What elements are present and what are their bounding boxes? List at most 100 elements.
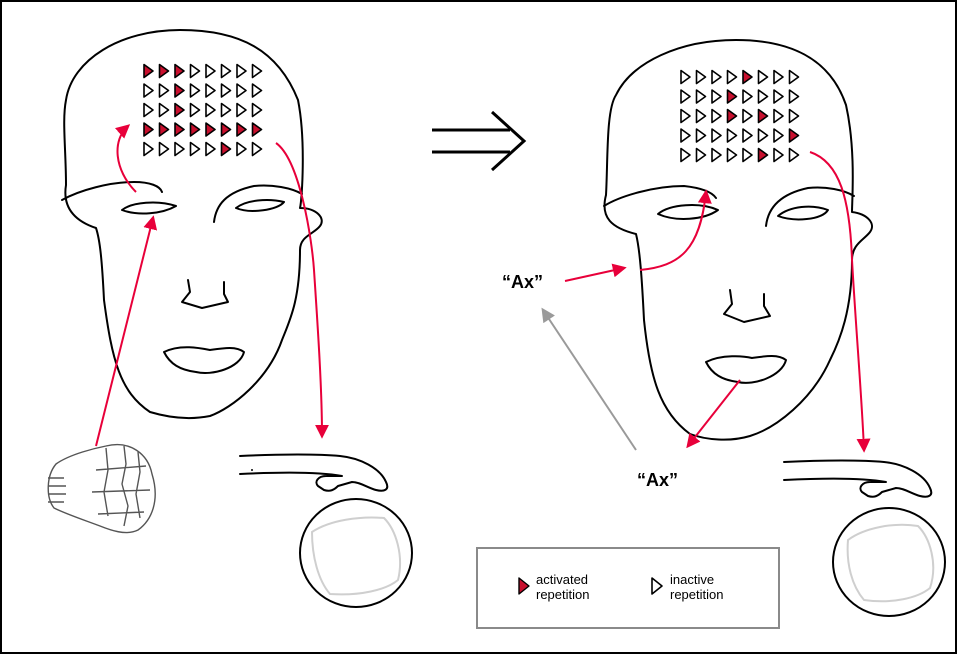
left-grid-inactive-triangle-r3c2 xyxy=(160,104,169,117)
left-grid-inactive-triangle-r1c8 xyxy=(253,65,262,78)
left-grid-inactive-triangle-r5c8 xyxy=(253,143,262,156)
legend-inactive-line2: repetition xyxy=(670,587,723,602)
left-grid-inactive-triangle-r3c5 xyxy=(206,104,215,117)
left-head-brow-left xyxy=(62,182,162,200)
right-grid-inactive-triangle-r1c4 xyxy=(728,71,737,84)
left-grid-inactive-triangle-r5c2 xyxy=(160,143,169,156)
right-ball-icon xyxy=(833,508,945,616)
legend: activated repetition inactive repetition xyxy=(477,548,779,628)
left-grid-inactive-triangle-r5c5 xyxy=(206,143,215,156)
left-utterance-label: “Ax” xyxy=(502,272,543,292)
right-grid-inactive-triangle-r5c4 xyxy=(728,149,737,162)
left-grid-activated-triangle-r4c1 xyxy=(144,123,153,136)
right-grid-inactive-triangle-r2c3 xyxy=(712,90,721,103)
right-repetition-grid xyxy=(681,71,799,162)
left-grid-inactive-triangle-r2c2 xyxy=(160,84,169,97)
left-grid-activated-triangle-r3c3 xyxy=(175,104,184,117)
left-grid-inactive-triangle-r5c1 xyxy=(144,143,153,156)
right-hand-icon xyxy=(784,461,931,497)
left-grid-inactive-triangle-r3c4 xyxy=(191,104,200,117)
left-grid-inactive-triangle-r3c1 xyxy=(144,104,153,117)
left-grid-inactive-triangle-r2c7 xyxy=(237,84,246,97)
left-grid-inactive-triangle-r5c4 xyxy=(191,143,200,156)
right-grid-inactive-triangle-r3c8 xyxy=(790,110,799,123)
right-grid-inactive-triangle-r5c8 xyxy=(790,149,799,162)
right-grid-inactive-triangle-r4c1 xyxy=(681,129,690,142)
right-grid-inactive-triangle-r2c7 xyxy=(774,90,783,103)
left-head-eye-right xyxy=(236,200,284,211)
left-ball-icon xyxy=(300,499,412,607)
left-grid-inactive-triangle-r1c4 xyxy=(191,65,200,78)
right-head xyxy=(604,40,872,440)
right-head-outline xyxy=(604,40,872,440)
left-grid-activated-triangle-r5c6 xyxy=(222,143,231,156)
right-head-brow-left xyxy=(604,186,716,206)
right-grid-inactive-triangle-r4c3 xyxy=(712,129,721,142)
left-grid-inactive-triangle-r2c4 xyxy=(191,84,200,97)
right-grid-activated-triangle-r2c4 xyxy=(728,90,737,103)
left-grid-inactive-triangle-r5c3 xyxy=(175,143,184,156)
left-grid-activated-triangle-r4c3 xyxy=(175,123,184,136)
left-grid-inactive-triangle-r1c6 xyxy=(222,65,231,78)
right-grid-activated-triangle-r3c6 xyxy=(759,110,768,123)
right-grid-activated-triangle-r5c6 xyxy=(759,149,768,162)
left-grid-inactive-triangle-r2c6 xyxy=(222,84,231,97)
left-grid-inactive-triangle-r2c5 xyxy=(206,84,215,97)
left-grid-activated-triangle-r1c2 xyxy=(160,65,169,78)
right-grid-to-hand-arrow xyxy=(810,152,864,450)
right-grid-inactive-triangle-r3c3 xyxy=(712,110,721,123)
right-grid-activated-triangle-r3c4 xyxy=(728,110,737,123)
left-grid-inactive-triangle-r1c7 xyxy=(237,65,246,78)
speech-to-ear-arrow xyxy=(565,268,624,281)
right-grid-inactive-triangle-r1c6 xyxy=(759,71,768,84)
right-head-eye-left xyxy=(658,205,718,219)
right-grid-inactive-triangle-r3c7 xyxy=(774,110,783,123)
left-grid-activated-triangle-r1c3 xyxy=(175,65,184,78)
left-head-nose xyxy=(182,280,228,308)
right-grid-inactive-triangle-r5c7 xyxy=(774,149,783,162)
right-grid-inactive-triangle-r2c1 xyxy=(681,90,690,103)
left-grid-inactive-triangle-r2c8 xyxy=(253,84,262,97)
right-grid-inactive-triangle-r1c2 xyxy=(697,71,706,84)
left-head-mouth xyxy=(164,347,244,373)
left-grid-activated-triangle-r4c6 xyxy=(222,123,231,136)
left-grid-activated-triangle-r4c2 xyxy=(160,123,169,136)
speech-observation-arrow xyxy=(543,310,636,450)
left-grid-inactive-triangle-r2c1 xyxy=(144,84,153,97)
right-head-mouth xyxy=(706,356,786,383)
left-grid-activated-triangle-r1c1 xyxy=(144,65,153,78)
legend-inactive-line1: inactive xyxy=(670,572,714,587)
right-grid-inactive-triangle-r4c2 xyxy=(697,129,706,142)
right-grid-activated-triangle-r1c5 xyxy=(743,71,752,84)
right-grid-activated-triangle-r4c8 xyxy=(790,129,799,142)
double-right-arrow-icon xyxy=(432,112,524,170)
left-head-eye-left xyxy=(122,203,176,214)
right-grid-inactive-triangle-r4c6 xyxy=(759,129,768,142)
bottom-utterance-label: “Ax” xyxy=(637,470,678,490)
left-grid-inactive-triangle-r3c6 xyxy=(222,104,231,117)
legend-activated-line1: activated xyxy=(536,572,588,587)
right-grid-inactive-triangle-r4c7 xyxy=(774,129,783,142)
right-grid-inactive-triangle-r3c2 xyxy=(697,110,706,123)
right-grid-inactive-triangle-r3c5 xyxy=(743,110,752,123)
left-hand-icon xyxy=(240,455,387,491)
left-grid-inactive-triangle-r3c8 xyxy=(253,104,262,117)
left-grid-activated-triangle-r4c8 xyxy=(253,123,262,136)
right-grid-inactive-triangle-r3c1 xyxy=(681,110,690,123)
left-grid-activated-triangle-r4c4 xyxy=(191,123,200,136)
cone-object-icon xyxy=(48,445,155,533)
right-grid-inactive-triangle-r4c5 xyxy=(743,129,752,142)
left-grid-activated-triangle-r2c3 xyxy=(175,84,184,97)
right-head-nose xyxy=(724,290,770,322)
left-grid-inactive-triangle-r1c5 xyxy=(206,65,215,78)
left-repetition-grid xyxy=(144,65,262,156)
left-head-brow-right xyxy=(214,185,302,222)
right-grid-inactive-triangle-r1c3 xyxy=(712,71,721,84)
right-grid-inactive-triangle-r2c8 xyxy=(790,90,799,103)
right-head-eye-right xyxy=(778,207,828,220)
right-grid-inactive-triangle-r5c5 xyxy=(743,149,752,162)
left-grid-activated-triangle-r4c5 xyxy=(206,123,215,136)
left-object-to-eye-arrow xyxy=(96,218,153,446)
mouth-to-speech-arrow xyxy=(688,380,740,446)
